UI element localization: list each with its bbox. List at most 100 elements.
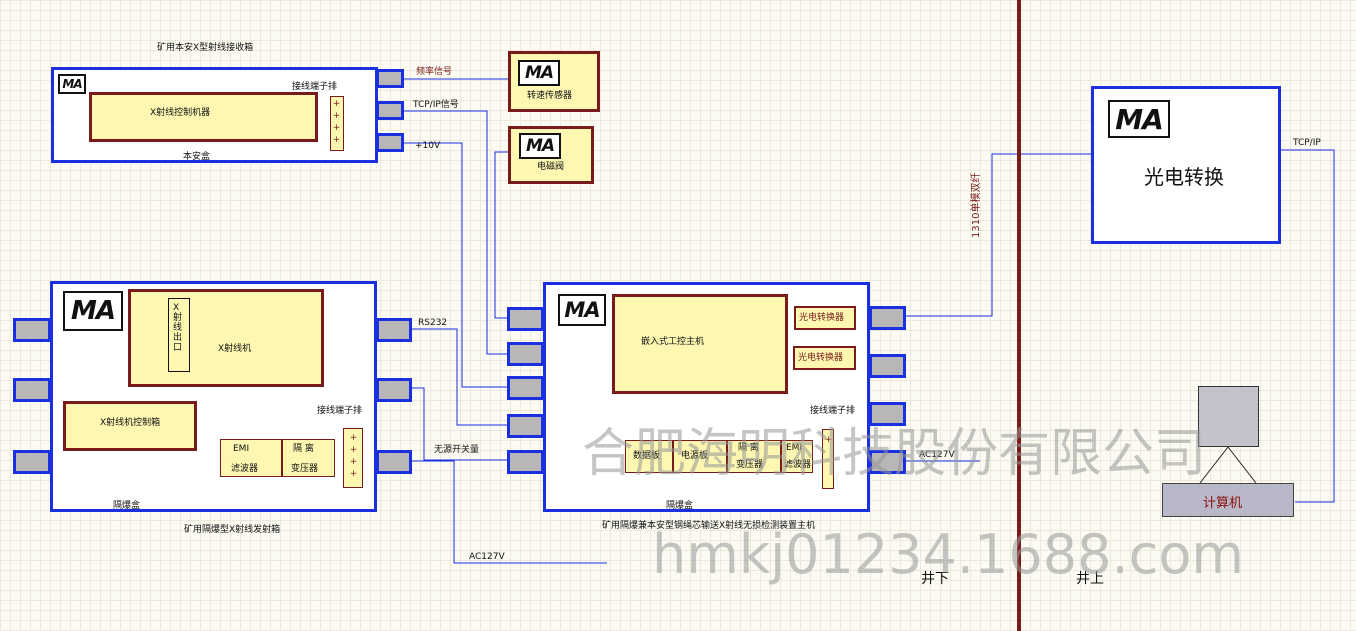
host-left-port-4 bbox=[507, 414, 544, 438]
emitter-right-port-1 bbox=[376, 318, 412, 342]
receiver-terminal-label: 接线端子排 bbox=[292, 82, 338, 92]
host-emi-filter: EMI 滤波器 bbox=[781, 440, 813, 473]
emitter-left-port-2 bbox=[13, 378, 51, 402]
watermark-company: 合肥海明科技股份有限公司 bbox=[582, 424, 1207, 484]
label-rs232: RS232 bbox=[418, 318, 448, 328]
emitter-emi-top: EMI bbox=[233, 444, 250, 454]
computer-label: 计算机 bbox=[1203, 496, 1243, 511]
host-bottom-label: 隔爆盒 bbox=[666, 501, 694, 511]
label-10v: +10V bbox=[415, 141, 441, 151]
solenoid-valve-label: 电磁阀 bbox=[537, 162, 565, 172]
host-power-board: 电源板 bbox=[673, 440, 727, 473]
xray-exit: X射线出口 bbox=[168, 298, 190, 372]
label-ac-host: AC127V bbox=[919, 450, 955, 460]
xray-controller: X射线机控制箱 bbox=[63, 401, 197, 451]
receiver-title: 矿用本安X型射线接收箱 bbox=[157, 43, 254, 53]
emitter-iso-bottom: 变压器 bbox=[291, 464, 319, 474]
receiver-box: MA X射线控制机器 接线端子排 + + + + 本安盒 bbox=[51, 67, 378, 163]
speed-sensor-label: 转速传感器 bbox=[527, 91, 573, 101]
host-left-port-3 bbox=[507, 376, 544, 400]
xray-machine: X射线出口 X射线机 bbox=[128, 289, 324, 387]
host-right-port-4 bbox=[869, 450, 906, 474]
solenoid-valve: MA 电磁阀 bbox=[508, 126, 594, 184]
computer: 计算机 bbox=[1162, 483, 1294, 517]
host-iso-bottom: 变压器 bbox=[736, 460, 764, 470]
emitter-emi-filter: EMI 滤波器 bbox=[220, 439, 282, 477]
wire-fiber bbox=[906, 153, 1093, 317]
emitter-terminal-strip: + + + + bbox=[343, 428, 363, 488]
watermark-url: hmkj01234.1688.com bbox=[652, 523, 1244, 586]
surface-photo-converter: MA 光电转换 bbox=[1091, 86, 1281, 244]
emitter-bottom-label: 隔爆盒 bbox=[113, 501, 141, 511]
host-terminal-label: 接线端子排 bbox=[810, 406, 856, 416]
emitter-emi-bottom: 滤波器 bbox=[231, 464, 259, 474]
receiver-controller-label: X射线控制机器 bbox=[150, 108, 211, 118]
label-tcp: TCP/IP bbox=[1293, 138, 1321, 148]
host-emi-top: EMI bbox=[786, 443, 803, 453]
label-freq: 频率信号 bbox=[416, 67, 453, 77]
receiver-port-1 bbox=[376, 69, 404, 88]
emitter-right-port-3 bbox=[376, 450, 412, 474]
host-left-port-1 bbox=[507, 307, 544, 331]
host-photo1-label: 光电转换器 bbox=[799, 313, 845, 323]
host-isolation-transformer: 隔 离 变压器 bbox=[727, 440, 781, 473]
ma-logo-icon: MA bbox=[58, 74, 86, 94]
host-photo2-label: 光电转换器 bbox=[798, 353, 844, 363]
host-mod2-label: 电源板 bbox=[681, 451, 709, 461]
host-title: 矿用隔爆兼本安型钢绳芯输送X射线无损检测装置主机 bbox=[602, 521, 816, 531]
emitter-isolation-transformer: 隔 离 变压器 bbox=[282, 439, 335, 477]
host-right-port-2 bbox=[869, 354, 906, 378]
wire-emitter2 bbox=[412, 387, 509, 461]
host-left-port-5 bbox=[507, 450, 544, 474]
host-mod1-label: 数据板 bbox=[633, 451, 661, 461]
label-tcpip: TCP/IP信号 bbox=[413, 100, 459, 110]
surface-photo-converter-label: 光电转换 bbox=[1144, 165, 1224, 189]
ma-logo-icon: MA bbox=[1108, 100, 1170, 138]
host-emi-bottom: 滤波器 bbox=[784, 460, 812, 470]
host-right-port-3 bbox=[869, 402, 906, 426]
label-fiber: 1310单模双纤 bbox=[971, 172, 982, 238]
zone-underground: 井下 bbox=[921, 571, 949, 587]
speed-sensor: MA 转速传感器 bbox=[508, 51, 600, 112]
receiver-port-2 bbox=[376, 101, 404, 120]
emitter-box: MA X射线出口 X射线机 X射线机控制箱 EMI 滤波器 隔 离 变压器 接线… bbox=[50, 281, 377, 512]
xray-machine-label: X射线机 bbox=[218, 344, 252, 354]
host-terminal-strip: + bbox=[822, 429, 834, 489]
receiver-controller: X射线控制机器 bbox=[89, 92, 318, 142]
host-photo-converter-2: 光电转换器 bbox=[793, 346, 856, 370]
receiver-bottom-label: 本安盒 bbox=[183, 152, 211, 162]
ma-logo-icon: MA bbox=[518, 60, 560, 86]
wire-valve bbox=[494, 151, 510, 319]
host-photo-converter-1: 光电转换器 bbox=[794, 306, 856, 330]
label-no-source: 无源开关量 bbox=[434, 445, 480, 455]
wire-10v bbox=[403, 142, 509, 388]
emitter-terminal-label: 接线端子排 bbox=[317, 406, 363, 416]
emitter-right-port-2 bbox=[376, 378, 412, 402]
ma-logo-icon: MA bbox=[63, 291, 123, 331]
ma-logo-icon: MA bbox=[558, 294, 606, 326]
xray-controller-label: X射线机控制箱 bbox=[100, 418, 161, 428]
computer-monitor-icon bbox=[1198, 386, 1259, 447]
emitter-left-port-1 bbox=[13, 318, 51, 342]
embedded-pc: 嵌入式工控主机 bbox=[612, 294, 788, 394]
emitter-title: 矿用隔爆型X射线发射箱 bbox=[184, 525, 281, 535]
receiver-port-3 bbox=[376, 133, 404, 152]
wire-rs232 bbox=[412, 328, 509, 426]
label-ac-bottom: AC127V bbox=[469, 552, 505, 562]
emitter-iso-top: 隔 离 bbox=[293, 444, 314, 454]
zone-surface: 井上 bbox=[1076, 571, 1104, 587]
wire-tcp bbox=[1281, 149, 1335, 503]
host-data-board: 数据板 bbox=[625, 440, 673, 473]
host-right-port-1 bbox=[869, 306, 906, 330]
embedded-pc-label: 嵌入式工控主机 bbox=[641, 337, 705, 347]
receiver-terminal-strip: + + + + bbox=[330, 96, 344, 151]
host-left-port-2 bbox=[507, 342, 544, 366]
xray-exit-label: X射线出口 bbox=[173, 303, 183, 353]
host-iso-top: 隔 离 bbox=[738, 443, 759, 453]
wire-ac-bottom bbox=[412, 460, 607, 564]
wire-tcpip bbox=[403, 110, 509, 355]
ma-logo-icon: MA bbox=[519, 133, 561, 159]
emitter-left-port-3 bbox=[13, 450, 51, 474]
host-box: MA 嵌入式工控主机 光电转换器 光电转换器 接线端子排 数据板 电源板 隔 离… bbox=[543, 282, 870, 512]
